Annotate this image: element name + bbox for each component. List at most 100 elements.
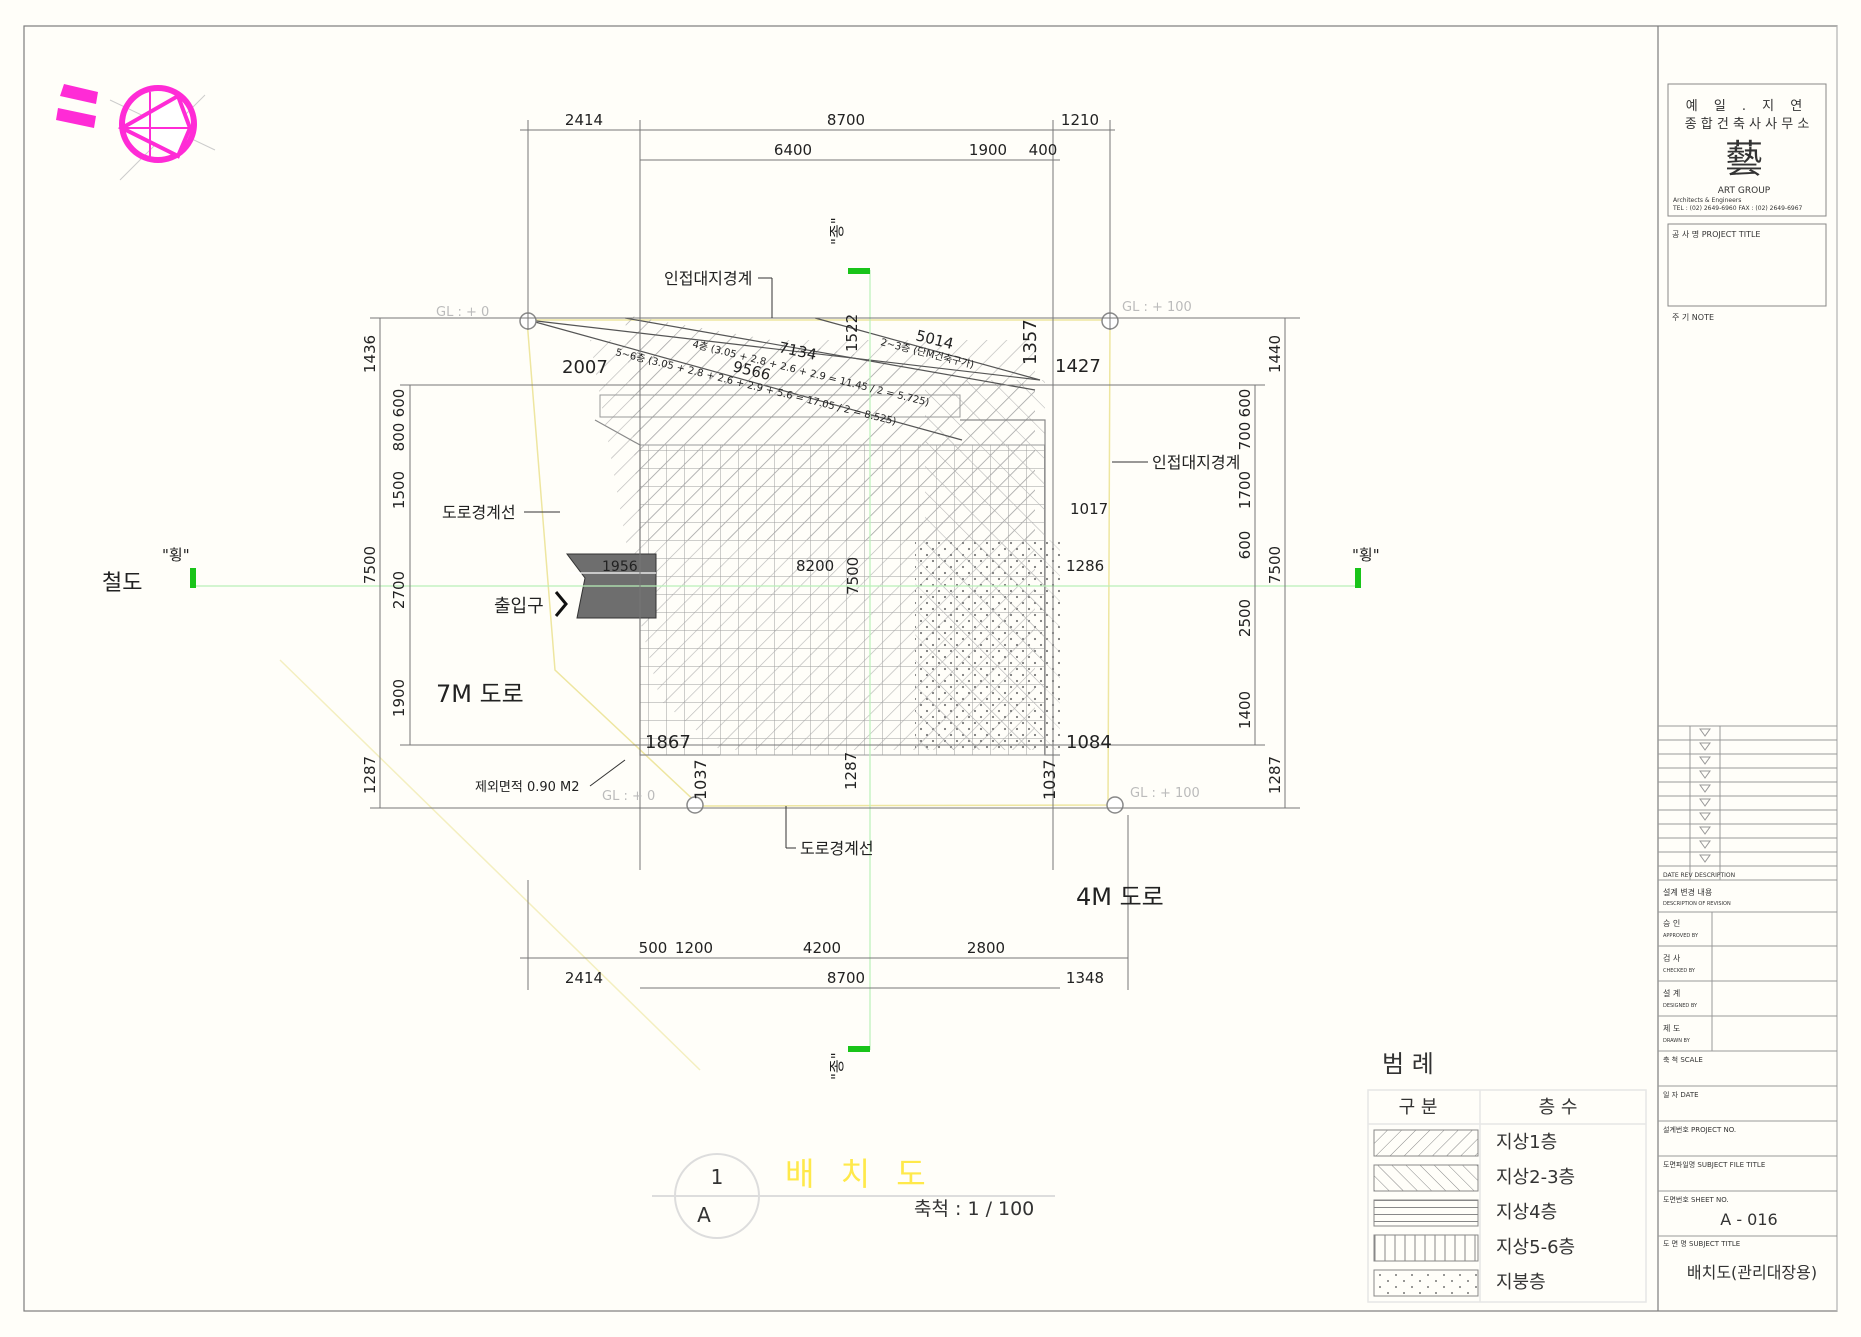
building-footprint bbox=[590, 315, 1060, 756]
legend-col2: 층 수 bbox=[1539, 1097, 1578, 1118]
tb-project-no: 설계번호 PROJECT NO. bbox=[1663, 1125, 1736, 1134]
dim-left-outer-1: 1436 bbox=[361, 335, 379, 373]
dim-left-inner-1: 600 bbox=[390, 389, 408, 418]
label-neighbor-top: 인접대지경계 bbox=[664, 269, 752, 288]
tb-drawn: 제 도 bbox=[1663, 1024, 1680, 1033]
dim-right-inner-4: 600 bbox=[1236, 531, 1254, 560]
firm-name-2: 종 합 건 축 사 사 무 소 bbox=[1685, 117, 1810, 132]
tb-sheet-no: A - 016 bbox=[1720, 1210, 1777, 1229]
label-neighbor-right: 인접대지경계 bbox=[1152, 453, 1240, 472]
legend-swatch-1 bbox=[1373, 1129, 1479, 1157]
dim-1037-right: 1037 bbox=[1040, 759, 1059, 800]
legend-row-5: 지붕층 bbox=[1496, 1272, 1546, 1293]
tb-checked: 검 사 bbox=[1663, 953, 1681, 963]
label-entrance: 출입구 bbox=[494, 596, 544, 617]
label-mark-bottom: "종" bbox=[828, 1052, 846, 1080]
label-excluded-area: 제외면적 0.90 M2 bbox=[475, 780, 580, 795]
firm-logo-sub: ART GROUP bbox=[1718, 186, 1771, 196]
drawing-sheet-ref: A bbox=[697, 1203, 711, 1227]
dim-top-inner-2: 1900 bbox=[969, 141, 1007, 159]
dim-1357: 1357 bbox=[1020, 319, 1041, 365]
dim-top-inner-1: 6400 bbox=[774, 141, 812, 159]
dim-1017: 1017 bbox=[1070, 500, 1108, 518]
dim-top-outer-3: 1210 bbox=[1061, 111, 1099, 129]
north-arrow-icon bbox=[56, 84, 216, 181]
dim-left-inner-4: 2700 bbox=[390, 571, 408, 609]
dim-top-inner-3: 400 bbox=[1029, 141, 1058, 159]
dim-left-outer-2: 7500 bbox=[361, 546, 379, 584]
diagonal-setback-lines bbox=[527, 317, 1041, 441]
dim-left-inner-5: 1900 bbox=[390, 679, 408, 717]
section-marks bbox=[190, 268, 1361, 1052]
tb-project-title: 공 사 명 PROJECT TITLE bbox=[1672, 229, 1760, 239]
dim-1522: 1522 bbox=[843, 314, 861, 352]
tb-rev-desc-en: DESCRIPTION OF REVISION bbox=[1663, 901, 1731, 907]
firm-tel: TEL : (02) 2649-6960 FAX : (02) 2649-696… bbox=[1672, 205, 1803, 212]
dim-bottom-inner-2: 1200 bbox=[675, 939, 713, 957]
dim-bottom-inner-4: 2800 bbox=[967, 939, 1005, 957]
legend-title: 범 례 bbox=[1382, 1050, 1434, 1078]
label-mark-top: "종" bbox=[828, 217, 846, 245]
legend-swatch-5 bbox=[1373, 1269, 1479, 1297]
dim-1867: 1867 bbox=[645, 732, 691, 753]
legend-row-2: 지상2-3층 bbox=[1496, 1167, 1575, 1188]
dim-bottom-outer-2: 8700 bbox=[827, 969, 865, 987]
dim-bottom-inner-3: 4200 bbox=[803, 939, 841, 957]
dim-left-inner-2: 800 bbox=[390, 423, 408, 452]
legend: 범 례 구 분 층 수 지상1층 지상2-3층 지상4층 지상5-6층 지붕층 bbox=[1367, 1050, 1647, 1303]
firm-name-1: 예 일 . 지 연 bbox=[1686, 99, 1809, 114]
misc-dimensions: 2007 1427 1357 1522 7134 5014 9566 1017 … bbox=[562, 314, 1112, 800]
dim-2007: 2007 bbox=[562, 357, 608, 378]
label-road-4m: 4M 도로 bbox=[1076, 883, 1164, 911]
dim-1427: 1427 bbox=[1055, 356, 1101, 377]
firm-eng: Architects & Engineers bbox=[1673, 197, 1741, 204]
drawing-title-block: 1 A 배 치 도 축척 : 1 / 100 bbox=[652, 1153, 1055, 1239]
tb-checked-en: CHECKED BY bbox=[1663, 968, 1696, 974]
dim-bottom-outer-3: 1348 bbox=[1066, 969, 1104, 987]
tb-drawn-en: DRAWN BY bbox=[1663, 1038, 1691, 1044]
label-mark-left: "횡" bbox=[162, 546, 190, 564]
dim-right-inner-1: 600 bbox=[1236, 389, 1254, 418]
tb-sheet-no-label: 도면번호 SHEET NO. bbox=[1663, 1195, 1729, 1204]
label-gl-tl: GL : + 0 bbox=[436, 305, 489, 320]
dim-1037-left: 1037 bbox=[691, 759, 710, 800]
label-road-7m: 7M 도로 bbox=[436, 680, 524, 708]
tb-file-title: 도면파일명 SUBJECT FILE TITLE bbox=[1663, 1160, 1765, 1169]
drawing-scale: 축척 : 1 / 100 bbox=[914, 1198, 1034, 1220]
tb-subject-label: 도 면 명 SUBJECT TITLE bbox=[1663, 1239, 1740, 1248]
dim-bottom-inner-1: 500 bbox=[639, 939, 668, 957]
title-block: 예 일 . 지 연 종 합 건 축 사 사 무 소 藝 ART GROUP Ar… bbox=[1658, 83, 1837, 1282]
dim-right-outer-3: 1287 bbox=[1266, 756, 1284, 794]
tb-rev-header: DATE REV DESCRIPTION bbox=[1663, 872, 1735, 879]
dim-8200: 8200 bbox=[796, 557, 834, 575]
dim-bottom-outer-1: 2414 bbox=[565, 969, 603, 987]
tb-date: 일 자 DATE bbox=[1663, 1090, 1699, 1099]
dim-left-inner-3: 1500 bbox=[390, 471, 408, 509]
dimension-texts: 2414 8700 1210 6400 1900 400 500 1200 42… bbox=[361, 111, 1284, 987]
drawing-number: 1 bbox=[711, 1165, 724, 1189]
legend-swatch-4 bbox=[1373, 1234, 1479, 1262]
dimension-lines bbox=[370, 120, 1300, 990]
label-mark-right: "횡" bbox=[1352, 546, 1380, 564]
dim-right-inner-5: 2500 bbox=[1236, 599, 1254, 637]
dim-right-inner-2: 700 bbox=[1236, 422, 1254, 451]
site-boundary bbox=[526, 319, 1111, 807]
label-section-left: 철도 bbox=[102, 571, 142, 596]
dim-right-outer-2: 7500 bbox=[1266, 546, 1284, 584]
drawing-title: 배 치 도 bbox=[785, 1155, 934, 1193]
dim-7500-center: 7500 bbox=[844, 557, 862, 595]
legend-row-1: 지상1층 bbox=[1496, 1132, 1557, 1153]
tb-designed-en: DESIGNED BY bbox=[1663, 1003, 1698, 1009]
dim-top-outer-1: 2414 bbox=[565, 111, 603, 129]
label-gl-bl: GL : + 0 bbox=[602, 789, 655, 804]
dim-left-outer-3: 1287 bbox=[361, 756, 379, 794]
legend-row-4: 지상5-6층 bbox=[1496, 1237, 1575, 1258]
dim-1287-center: 1287 bbox=[842, 752, 860, 790]
legend-row-3: 지상4층 bbox=[1496, 1202, 1557, 1223]
legend-col1: 구 분 bbox=[1399, 1097, 1438, 1118]
label-road-bottom: 도로경계선 bbox=[800, 839, 874, 858]
firm-logo-icon: 藝 bbox=[1725, 137, 1763, 181]
tb-note: 주 기 NOTE bbox=[1672, 313, 1714, 322]
